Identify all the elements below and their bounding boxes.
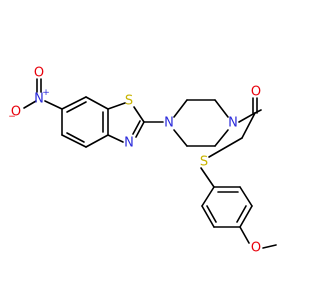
bond-pip-6 [173,129,188,147]
atom-thioether-s: S [200,155,208,170]
atom-methoxy-o: O [251,241,261,256]
bond-ar-2 [239,186,253,207]
bond-ar-5 [201,205,215,228]
atom-thiazole-n: N [124,136,134,151]
bond-pip-1 [173,99,188,118]
bond-benz-2 [85,96,109,110]
bond-benz-inner-1 [66,101,87,113]
bond-thz-3b [132,120,141,135]
atom-nitro-n: N [34,92,44,107]
bond-ch2-s [208,137,243,158]
bond-ar-inner-3 [206,205,217,223]
bond-benz-4 [85,134,109,148]
bond-o-me [262,244,277,249]
molecule-diagram: O − N + O S N N N O S O [8,66,277,256]
bond-ar-o [239,226,250,244]
structure-svg: O − N + O S N N N O S O [8,66,277,256]
charge-minus: − [8,112,16,122]
bond-co-a [254,109,262,114]
bond-c-ch2 [241,112,256,139]
bond-ar-6 [201,186,215,207]
bond-o-n [23,100,37,109]
bond-pip-4 [214,129,229,147]
bond-pip-3 [214,99,229,118]
bond-ar-3 [239,205,253,228]
atom-nitro-o-minus: O [11,105,21,120]
bond-benz-5 [61,134,87,148]
bond-n-co [238,112,256,123]
bond-thz-3 [135,121,145,138]
atom-piperazine-n1: N [164,116,174,131]
atom-thiazole-s: S [125,94,133,109]
charge-plus: + [42,88,50,98]
bond-benz-inner-3 [66,132,85,143]
bond-ar-inner-2 [236,205,247,223]
bond-n-ring [44,100,63,110]
bond-thz-2 [133,106,145,123]
atom-piperazine-n4: N [228,116,238,131]
bond-thz-1 [107,102,126,110]
atom-labels: O − N + O S N N N O S O [8,66,261,256]
bonds [23,78,277,249]
bond-thz-4 [107,134,124,143]
atom-carbonyl-o: O [251,85,261,100]
atom-nitro-o-double: O [34,66,44,81]
bond-benz-1 [61,96,87,110]
bond-s-aryl [200,167,215,188]
